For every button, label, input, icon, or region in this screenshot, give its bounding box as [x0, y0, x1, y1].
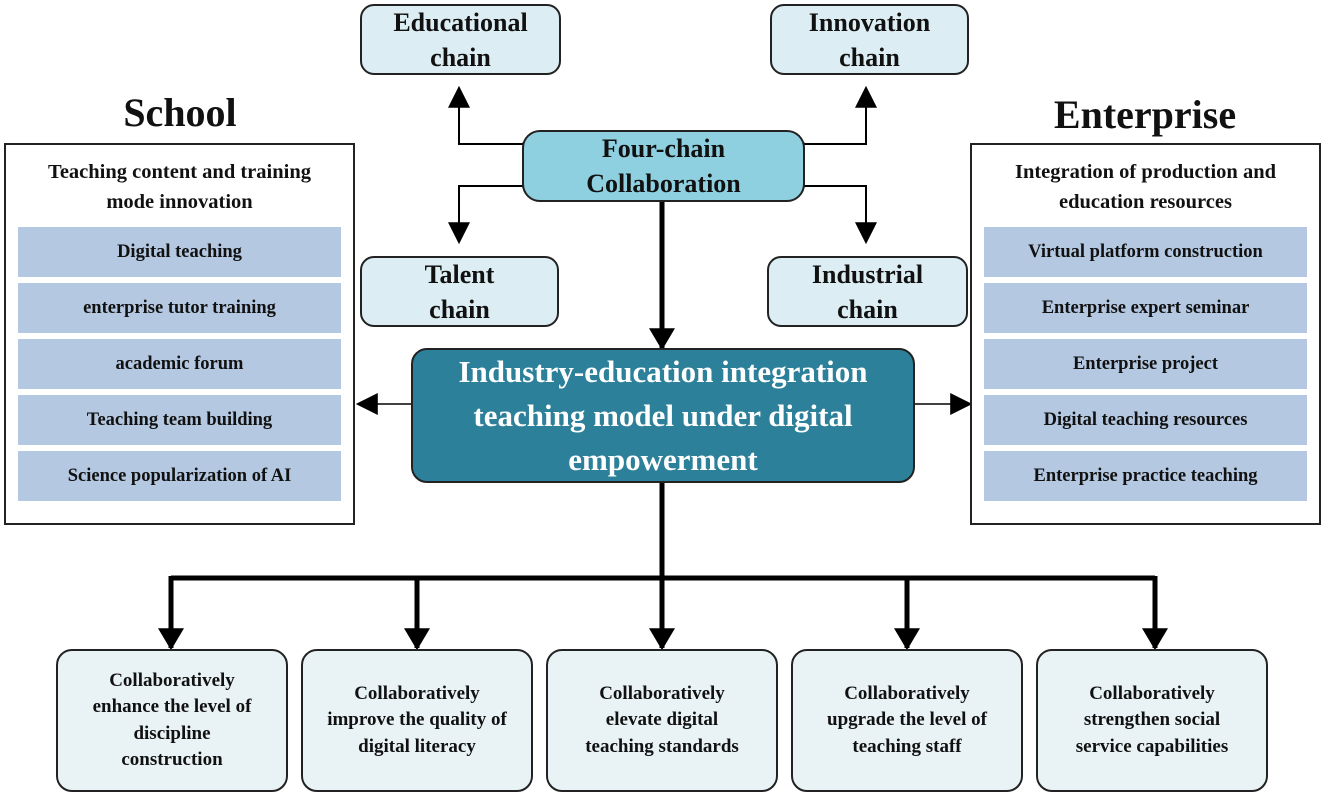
- enterprise-item-project: Enterprise project: [984, 339, 1307, 389]
- school-item-ai-popularization: Science popularization of AI: [18, 451, 341, 501]
- school-item-digital-teaching: Digital teaching: [18, 227, 341, 277]
- outcome-social-service: Collaboratively strengthen social servic…: [1036, 649, 1268, 792]
- arrow-talent: [448, 175, 542, 245]
- arrow-industrial: [785, 175, 877, 245]
- outcome-arrows: [158, 576, 1168, 651]
- enterprise-item-virtual-platform: Virtual platform construction: [984, 227, 1307, 277]
- outcome-teaching-staff: Collaboratively upgrade the level of tea…: [791, 649, 1023, 792]
- outcome-discipline-construction: Collaboratively enhance the level of dis…: [56, 649, 288, 792]
- talent-chain-box: Talent chain: [360, 256, 559, 327]
- chain-arrows: [448, 85, 877, 245]
- arrow-educational: [448, 85, 542, 155]
- innovation-chain-box: Innovation chain: [770, 4, 969, 75]
- enterprise-item-teaching-resources: Digital teaching resources: [984, 395, 1307, 445]
- central-model-box: Industry-education integration teaching …: [411, 348, 915, 483]
- four-chain-collaboration-box: Four-chain Collaboration: [522, 130, 805, 202]
- school-item-team-building: Teaching team building: [18, 395, 341, 445]
- enterprise-panel: Integration of production and education …: [970, 143, 1321, 525]
- industrial-chain-box: Industrial chain: [767, 256, 968, 327]
- educational-chain-box: Educational chain: [360, 4, 561, 75]
- school-panel-heading: Teaching content and training mode innov…: [48, 161, 311, 213]
- enterprise-panel-heading: Integration of production and education …: [1014, 161, 1277, 213]
- school-item-academic-forum: academic forum: [18, 339, 341, 389]
- arrow-innovation: [785, 85, 877, 155]
- school-panel: Teaching content and training mode innov…: [4, 143, 355, 525]
- outcome-digital-literacy: Collaboratively improve the quality of d…: [301, 649, 533, 792]
- school-title: School: [123, 90, 237, 135]
- enterprise-item-expert-seminar: Enterprise expert seminar: [984, 283, 1307, 333]
- enterprise-item-practice-teaching: Enterprise practice teaching: [984, 451, 1307, 501]
- school-item-tutor-training: enterprise tutor training: [18, 283, 341, 333]
- outcome-teaching-standards: Collaboratively elevate digital teaching…: [546, 649, 778, 792]
- enterprise-title: Enterprise: [1053, 92, 1237, 137]
